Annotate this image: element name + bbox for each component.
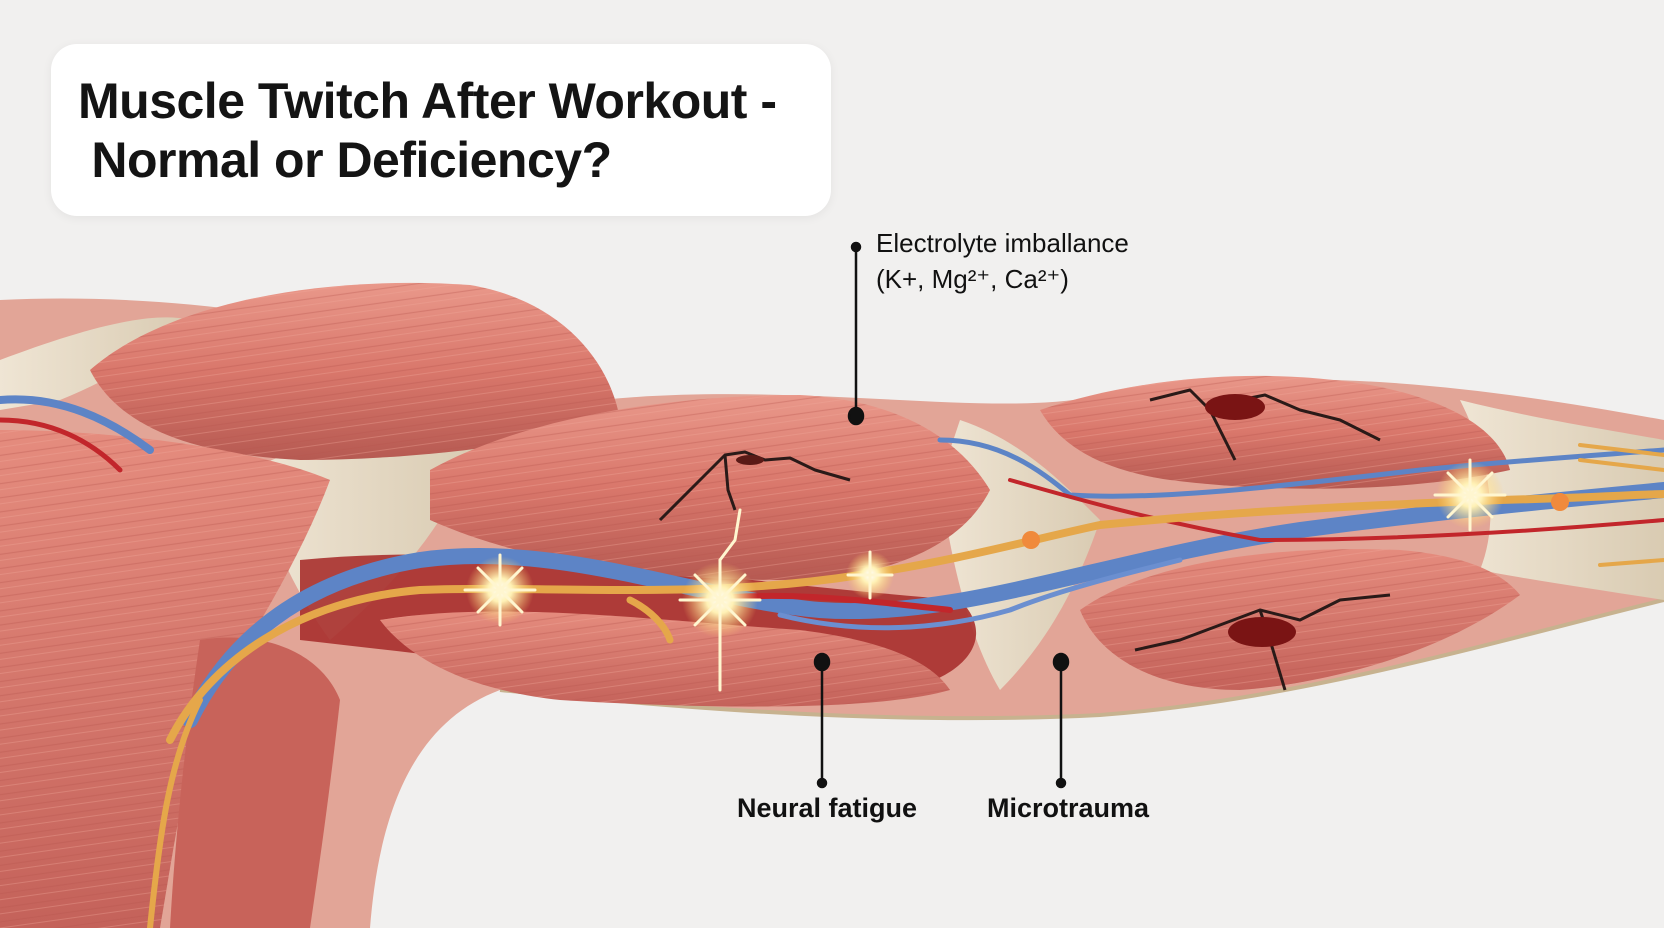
electrolyte-ions-label: (K+, Mg²⁺, Ca²⁺)	[876, 264, 1069, 294]
blood-vessels	[0, 395, 1664, 728]
microtear-wounds	[736, 394, 1296, 647]
callout-lines	[813, 241, 1070, 789]
page-title-line-1: Muscle Twitch After Workout -	[78, 73, 777, 129]
page-title-line-2: Normal or Deficiency?	[78, 132, 612, 188]
microtrauma-label: Microtrauma	[987, 793, 1150, 823]
neural-sparks	[463, 458, 1507, 692]
title-card	[51, 44, 831, 216]
neural-fatigue-label: Neural fatigue	[737, 793, 918, 823]
electrolyte-imbalance-label: Electrolyte imballance	[876, 228, 1129, 258]
